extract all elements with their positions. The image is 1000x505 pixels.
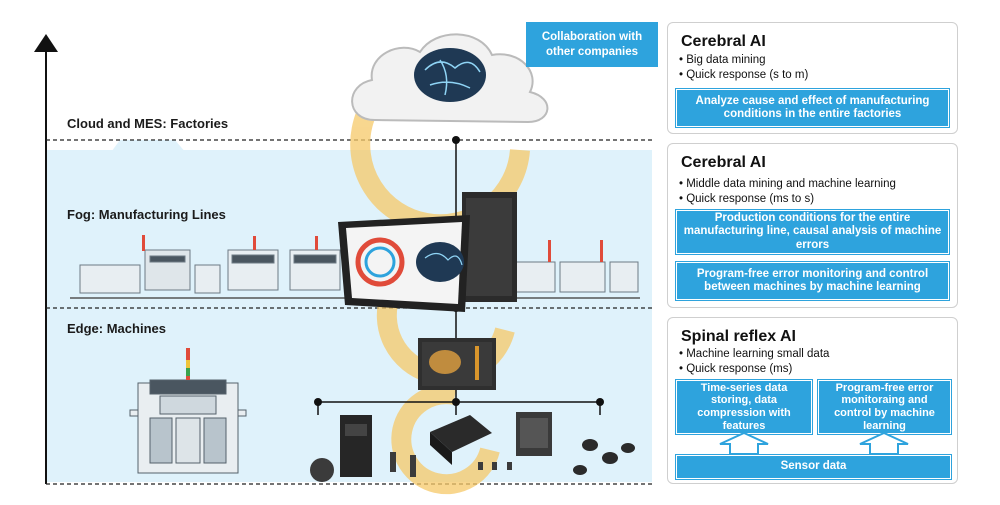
panel-edge: Spinal reflex AI • Machine learning smal…: [667, 317, 958, 484]
panel-cloud-bullet: • Big data mining: [679, 54, 766, 66]
edge-controller: [418, 338, 496, 390]
production-line-machines: [70, 249, 640, 299]
up-arrow-icon: [859, 432, 909, 455]
axis-arrowhead: [34, 34, 58, 52]
panel-fog: Cerebral AI • Middle data mining and mac…: [667, 143, 958, 308]
mounter-machine: [129, 348, 247, 474]
node-cloud: [452, 136, 460, 144]
panel-fog-box: Production conditions for the entire man…: [675, 209, 950, 255]
touch-panel: [338, 215, 470, 312]
panel-cloud-title: Cerebral AI: [681, 33, 766, 50]
panel-edge-bullet: • Quick response (ms): [679, 363, 793, 375]
relay-unit: [516, 412, 552, 456]
signal-towers: [142, 235, 603, 262]
up-arrows: [719, 432, 909, 455]
panel-cloud-bullet: • Quick response (s to m): [679, 69, 809, 81]
panel-cloud-box: Analyze cause and effect of manufacturin…: [675, 88, 950, 128]
panel-edge-bullet: • Machine learning small data: [679, 348, 830, 360]
io-module: [430, 415, 492, 465]
panel-edge-box-monitoring: Program-free error monitoraing and contr…: [817, 379, 952, 435]
servo-drive: [310, 415, 372, 482]
layer-label-edge: Edge: Machines: [67, 321, 166, 336]
layer-label-fog: Fog: Manufacturing Lines: [67, 207, 226, 222]
panel-fog-bullet: • Middle data mining and machine learnin…: [679, 178, 896, 190]
collaboration-box: Collaboration with other companies: [526, 22, 658, 67]
industrial-pc: [462, 192, 517, 302]
panel-fog-box: Program-free error monitoring and contro…: [675, 261, 950, 301]
sensor-devices: [390, 452, 512, 477]
layer-label-cloud: Cloud and MES: Factories: [67, 116, 229, 131]
background-band-upper: [46, 140, 260, 240]
panel-cloud: Cerebral AI • Big data mining • Quick re…: [667, 22, 958, 134]
panel-edge-box-timeseries: Time-series data storing, data compressi…: [675, 379, 813, 435]
up-arrow-icon: [719, 432, 769, 455]
proximity-sensors: [573, 439, 635, 475]
sensor-data-box: Sensor data: [675, 454, 952, 480]
panel-edge-title: Spinal reflex AI: [681, 328, 796, 345]
panel-fog-title: Cerebral AI: [681, 154, 766, 171]
panel-fog-bullet: • Quick response (ms to s): [679, 193, 815, 205]
architecture-diagram: [34, 33, 652, 495]
brain-icon: [414, 48, 486, 102]
